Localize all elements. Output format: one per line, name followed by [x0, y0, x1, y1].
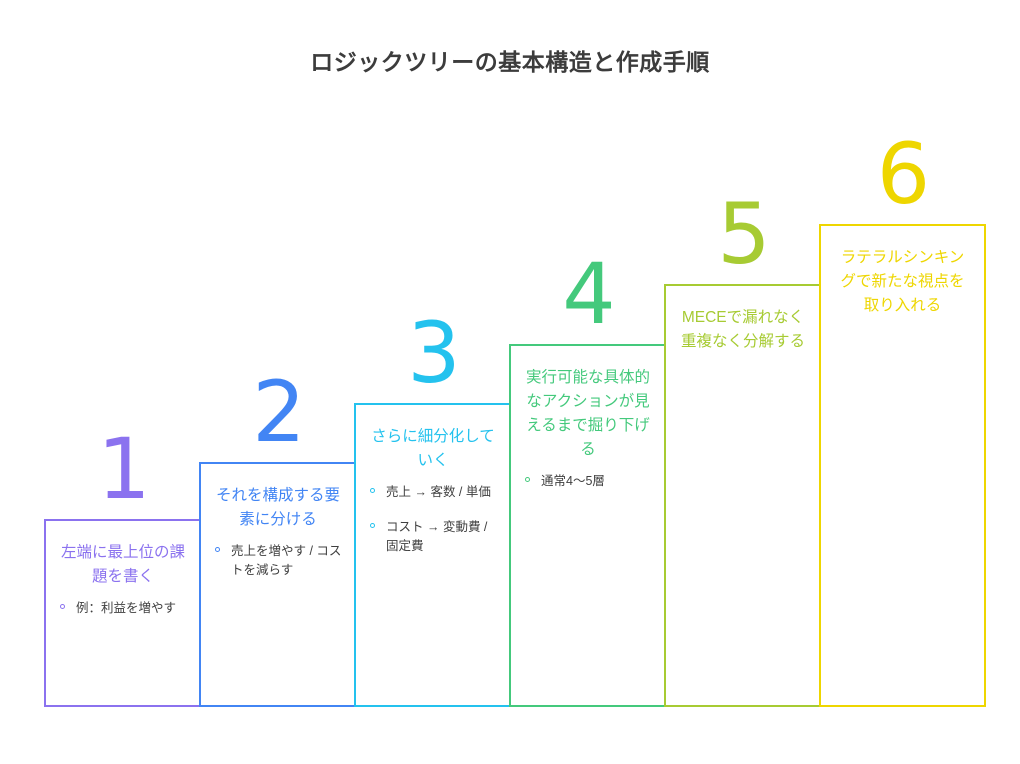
step-content-1: 左端に最上位の課題を書く例：利益を増やす: [44, 519, 202, 646]
step-number-2: 2: [252, 363, 305, 461]
list-item: 通常4〜5層: [523, 472, 653, 491]
list-item: 売上 → 客数 / 単価: [368, 483, 498, 502]
step-number-6: 6: [876, 125, 930, 223]
bullet-text: 例：利益を増やす: [76, 601, 177, 616]
step-bullets-3: 売上 → 客数 / 単価コスト → 変動費 / 固定費: [368, 483, 498, 555]
step-heading-6: ラテラルシンキングで新たな視点を取り入れる: [840, 249, 965, 315]
bullet-text: 売上を増やす / コストを減らす: [231, 544, 342, 577]
bullet-icon: [370, 488, 375, 494]
step-bullets-2: 売上を増やす / コストを減らす: [213, 542, 343, 580]
step-content-4: 実行可能な具体的なアクションが見えるまで掘り下げる通常4〜5層: [509, 344, 667, 519]
step-content-6: ラテラルシンキングで新たな視点を取り入れる: [819, 224, 986, 336]
step-heading-3: さらに細分化していく: [371, 428, 495, 470]
step-content-2: それを構成する要素に分ける売上を増やす / コストを減らす: [199, 462, 357, 608]
bullet-icon: [215, 547, 220, 553]
list-item: コスト → 変動費 / 固定費: [368, 518, 498, 556]
step-bullets-4: 通常4〜5層: [523, 472, 653, 491]
step-number-3: 3: [407, 304, 460, 402]
step-heading-2: それを構成する要素に分ける: [215, 487, 340, 529]
bullet-text: 通常4〜5層: [541, 474, 605, 489]
step-box-4: [509, 344, 667, 707]
step-content-3: さらに細分化していく売上 → 客数 / 単価コスト → 変動費 / 固定費: [354, 403, 512, 583]
bullet-icon: [370, 522, 375, 528]
step-number-1: 1: [97, 420, 150, 518]
step-box-2: [199, 462, 357, 707]
bullet-icon: [525, 477, 530, 483]
bullet-text: 売上 → 客数 / 単価: [386, 485, 491, 500]
step-number-5: 5: [717, 185, 770, 283]
step-box-3: [354, 403, 512, 707]
list-item: 売上を増やす / コストを減らす: [213, 542, 343, 580]
step-content-5: MECEで漏れなく重複なく分解する: [664, 284, 822, 372]
bullet-text: コスト → 変動費 / 固定費: [386, 519, 488, 553]
step-box-1: [44, 519, 202, 707]
list-item: 例：利益を増やす: [58, 599, 188, 618]
step-heading-5: MECEで漏れなく重複なく分解する: [680, 309, 805, 351]
step-heading-4: 実行可能な具体的なアクションが見えるまで掘り下げる: [525, 369, 650, 459]
step-box-5: [664, 284, 822, 707]
bullet-icon: [60, 604, 65, 610]
step-box-6: [819, 224, 986, 707]
page-title: ロジックツリーの基本構造と作成手順: [310, 49, 710, 75]
step-heading-1: 左端に最上位の課題を書く: [60, 544, 185, 586]
step-bullets-1: 例：利益を増やす: [58, 599, 188, 618]
step-number-4: 4: [562, 245, 615, 343]
